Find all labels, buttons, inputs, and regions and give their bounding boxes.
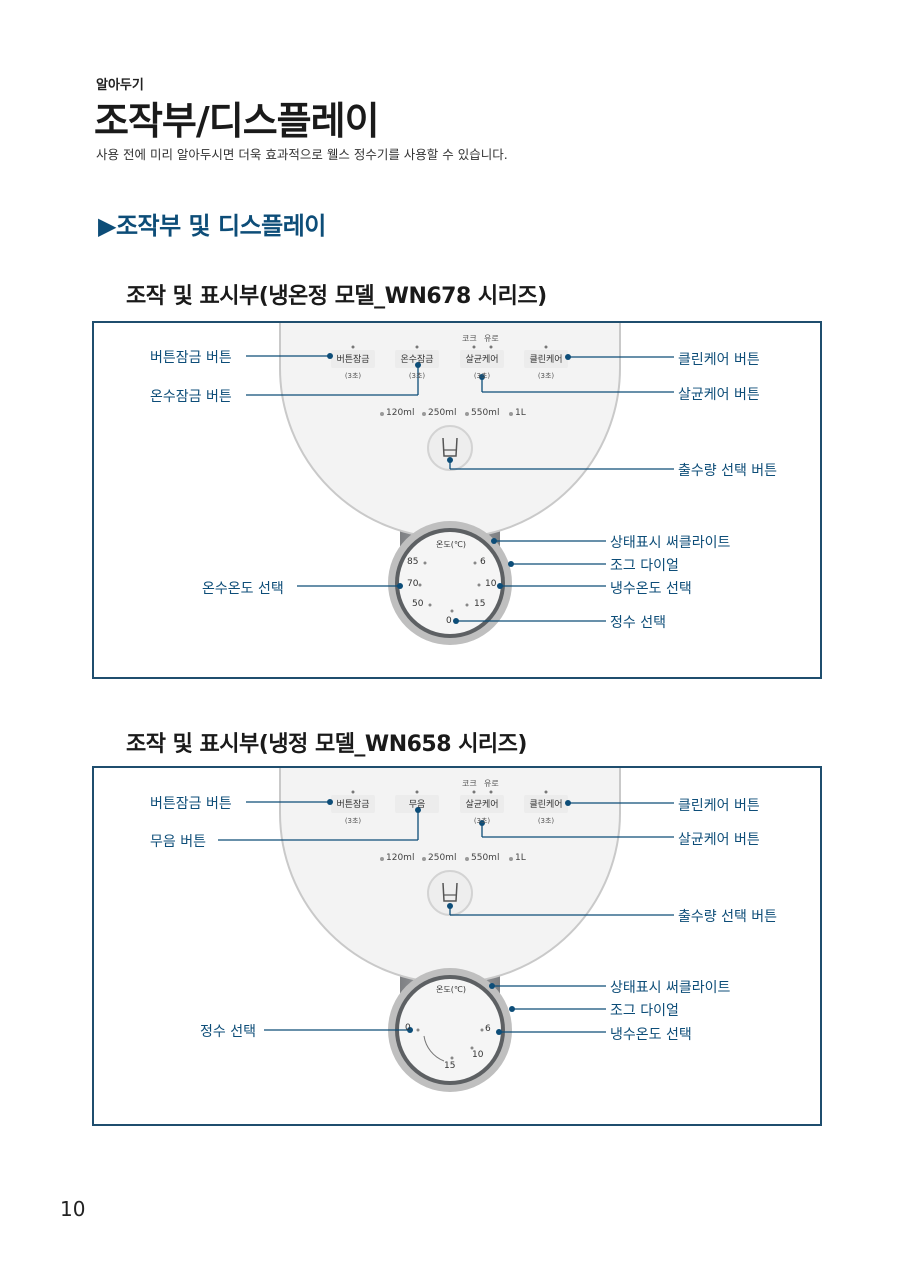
mute-button[interactable]: 무음 [408, 800, 426, 810]
callout-clean-care: 클린케어 버튼 [678, 798, 760, 814]
panel-wn658: 코크 유로 버튼잠금 (3초) 무음 살균케어 (3초) 클린케어 (3초) 1… [92, 766, 822, 1126]
sterilize-care-button[interactable]: 살균케어 [465, 800, 499, 810]
sterilize-care-button[interactable]: 살균케어 [465, 355, 499, 365]
clean-care-hold: (3초) [537, 817, 555, 825]
volume-1l: 1L [515, 408, 526, 418]
sterilize-care-hold: (3초) [473, 817, 491, 825]
clean-care-hold: (3초) [537, 372, 555, 380]
dial-tick-15: 15 [474, 599, 486, 609]
device-illustration-wn658 [218, 768, 674, 1092]
callout-purified: 정수 선택 [200, 1024, 256, 1040]
volume-550: 550ml [471, 853, 500, 863]
page-number: 10 [60, 1197, 86, 1221]
callout-jog-dial: 조그 다이얼 [610, 1003, 679, 1019]
dial-face [399, 979, 501, 1081]
clean-care-button[interactable]: 클린케어 [529, 800, 563, 810]
callout-sterilize-care: 살균케어 버튼 [678, 387, 760, 403]
dial-face [399, 532, 501, 634]
cock-label: 코크 [462, 334, 477, 343]
panel-title-wn678: 조작 및 표시부(냉온정 모델_WN678 시리즈) [126, 284, 547, 309]
callout-volume-select: 출수량 선택 버튼 [678, 463, 778, 479]
flow-label: 유로 [484, 334, 499, 343]
callout-hot-temp: 온수온도 선택 [202, 581, 284, 597]
panel-title-wn658: 조작 및 표시부(냉정 모델_WN658 시리즈) [126, 732, 527, 757]
volume-550: 550ml [471, 408, 500, 418]
callout-sterilize-care: 살균케어 버튼 [678, 832, 760, 848]
dial-tick-6: 6 [485, 1024, 491, 1034]
dial-temp-label: 온도(℃) [436, 985, 466, 994]
callout-cold-temp: 냉수온도 선택 [610, 581, 692, 597]
volume-120: 120ml [386, 408, 415, 418]
dial-tick-6: 6 [480, 557, 486, 567]
dial-temp-label: 온도(℃) [436, 540, 466, 549]
dial-tick-85: 85 [407, 557, 419, 567]
dial-tick-10: 10 [472, 1050, 484, 1060]
callout-status-circle: 상태표시 써클라이트 [610, 980, 731, 996]
volume-250: 250ml [428, 853, 457, 863]
hot-lock-button[interactable]: 온수잠금 [400, 355, 434, 365]
button-lock-hold: (3초) [344, 372, 362, 380]
callout-button-lock: 버튼잠금 버튼 [150, 796, 232, 812]
callout-clean-care: 클린케어 버튼 [678, 352, 760, 368]
dial-tick-10: 10 [485, 579, 497, 589]
device-illustration-wn678 [246, 323, 674, 645]
hot-lock-hold: (3초) [408, 372, 426, 380]
section-title: ▶조작부 및 디스플레이 [98, 212, 326, 240]
volume-1l: 1L [515, 853, 526, 863]
callout-button-lock: 버튼잠금 버튼 [150, 350, 232, 366]
kicker: 알아두기 [96, 78, 144, 93]
dial-tick-50: 50 [412, 599, 424, 609]
flow-label: 유로 [484, 779, 499, 788]
cock-label: 코크 [462, 779, 477, 788]
button-lock-hold: (3초) [344, 817, 362, 825]
dial-tick-0: 0 [405, 1023, 411, 1033]
dial-tick-15: 15 [444, 1061, 456, 1071]
page-subtitle: 사용 전에 미리 알아두시면 더욱 효과적으로 웰스 정수기를 사용할 수 있습… [96, 147, 508, 162]
panel-wn678: 코크 유로 버튼잠금 (3초) 온수잠금 (3초) 살균케어 (3초) 클린케어… [92, 321, 822, 679]
volume-120: 120ml [386, 853, 415, 863]
callout-jog-dial: 조그 다이얼 [610, 558, 679, 574]
sterilize-care-hold: (3초) [473, 372, 491, 380]
volume-250: 250ml [428, 408, 457, 418]
callout-hot-lock: 온수잠금 버튼 [150, 389, 232, 405]
callout-volume-select: 출수량 선택 버튼 [678, 909, 778, 925]
callout-cold-temp: 냉수온도 선택 [610, 1027, 692, 1043]
callout-purified: 정수 선택 [610, 615, 666, 631]
dial-tick-70: 70 [407, 579, 419, 589]
page-title: 조작부/디스플레이 [94, 99, 380, 143]
button-lock[interactable]: 버튼잠금 [336, 355, 370, 365]
clean-care-button[interactable]: 클린케어 [529, 355, 563, 365]
callout-status-circle: 상태표시 써클라이트 [610, 535, 731, 551]
button-lock[interactable]: 버튼잠금 [336, 800, 370, 810]
dial-tick-0: 0 [446, 616, 452, 626]
callout-mute: 무음 버튼 [150, 834, 206, 850]
dispense-button [427, 425, 473, 471]
